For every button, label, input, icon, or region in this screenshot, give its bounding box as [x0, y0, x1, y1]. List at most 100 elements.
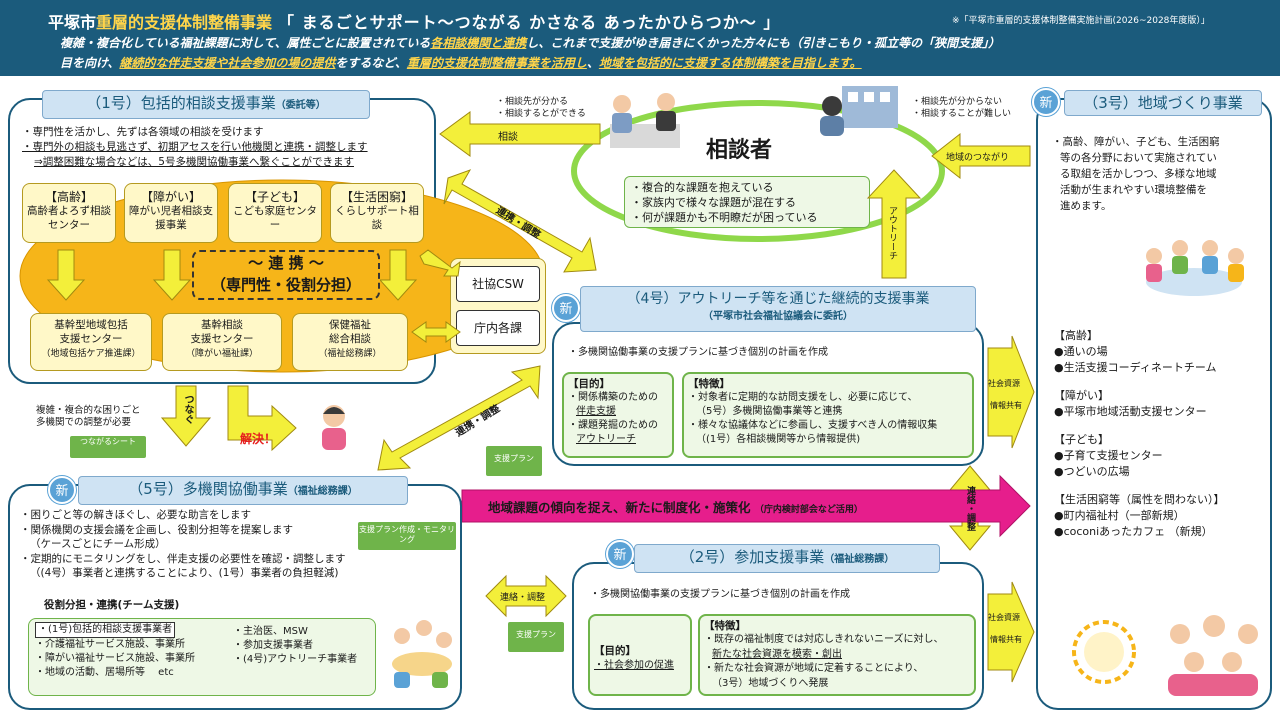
p3-desc-5: 進めます。 — [1060, 200, 1112, 212]
project4-sub: （平塚市社会福祉協議会に委託） — [703, 311, 853, 322]
p4-purpose-3: ・課題発掘のための — [568, 420, 658, 431]
arrow-label-shakai-2: 社会資源 — [988, 613, 1020, 622]
p3-item-4: ●子育て支援センター — [1054, 449, 1163, 462]
arrow-label-joho-1: 情報共有 — [990, 401, 1022, 410]
header-banner: 平塚市重層的支援体制整備事業「 まるごとサポート～つながる かさなる あったかひ… — [0, 0, 1280, 76]
policy-main: 地域課題の傾向を捉え、新たに制度化・施策化 — [488, 500, 751, 515]
arrow-label-soudan: 相談 — [498, 132, 518, 143]
box-elderly: 【高齢】 高齢者よろず相談センター — [22, 183, 116, 243]
client-issue-2: ・家族内で様々な課題が混在する — [631, 196, 796, 209]
p3-group-poverty: 【生活困窮等（属性を問わない）】 — [1054, 493, 1225, 506]
box-chiiki-houkatsu: 基幹型地域包括 支援センター （地域包括ケア推進課） — [30, 313, 152, 371]
project1-title-text: （1号）包括的相談支援事業 — [86, 94, 276, 112]
p4-purpose-1: ・関係構築のための — [568, 392, 658, 403]
support-plan-text-2: 支援プラン — [516, 630, 556, 639]
p2-feature-head: 【特徴】 — [704, 620, 746, 632]
p2-feature-4: （3号）地域づくりへ発展 — [712, 677, 829, 689]
l3-mid2: 、 — [586, 56, 599, 70]
project3-title: （3号）地域づくり事業 — [1064, 90, 1262, 116]
project2-feature-box: 【特徴】 ・既存の福祉制度では対応しきれないニーズに対し、 新たな社会資源を模索… — [698, 614, 976, 696]
support-plan-tag-2: 支援プラン — [508, 622, 564, 652]
project2-title-sub: （福祉総務課） — [824, 554, 895, 565]
p4-purpose-4: アウトリーチ — [576, 434, 636, 445]
box-children-head: 【子ども】 — [244, 190, 305, 204]
plan-note: ※「平塚市重層的支援体制整備実施計画(2026~2028年度版）」 — [952, 16, 1210, 26]
support-plan-text-1: 支援プラン — [494, 454, 534, 463]
l3-mid: をするなど、 — [335, 56, 407, 70]
box-poverty-head: 【生活困窮】 — [340, 190, 413, 204]
project2-title: （2号）参加支援事業（福祉総務課） — [634, 544, 940, 573]
title-city: 平塚市 — [48, 13, 97, 32]
project5-title-text: （5号）多機関協働事業 — [128, 480, 288, 498]
complex-note-1: 複雑・複合的な困りごと — [36, 405, 141, 416]
l2-pre: 複雑・複合化している福祉課題に対して、属性ごとに設置されている — [60, 36, 431, 50]
plan-monitoring-tag: 支援プラン作成・モニタリング — [358, 522, 456, 550]
tsunagaru-sheet-tag: つながるシート — [70, 436, 146, 458]
box-disability: 【障がい】 障がい児者相談支援事業 — [124, 183, 218, 243]
bb1-l1: 基幹型地域包括 — [54, 319, 128, 331]
project4-intro: ・多機関協働事業の支援プランに基づき個別の計画を作成 — [568, 347, 828, 358]
box-children: 【子ども】 こども家庭センター — [228, 183, 322, 243]
box-kikan-soudan: 基幹相談 支援センター （障がい福祉課） — [162, 313, 282, 371]
policy-arrow — [461, 474, 1031, 538]
p5-line-2: ・関係機関の支援会議を企画し、役割分担等を提案します — [20, 523, 293, 536]
renkei-box: ～ 連 携 ～ （専門性・役割分担） — [192, 250, 380, 300]
title-project: 重層的支援体制整備事業 — [96, 13, 273, 32]
p3-group-disability: 【障がい】 — [1054, 389, 1109, 402]
p4-feature-3: ・様々な協議体などに参画し、支援すべき人の情報収集 — [688, 420, 938, 431]
project5-new-badge: 新 — [48, 476, 76, 504]
p3-group-elderly: 【高齢】 — [1054, 329, 1098, 342]
role-box: ・(1号)包括的相談支援事業者 ・介護福祉サービス施設、事業所 ・障がい福祉サー… — [28, 618, 376, 696]
bb3-l2: 総合相談 — [329, 333, 371, 345]
side-box-csw: 社協CSW — [456, 266, 540, 302]
p2-feature-1: ・既存の福祉制度では対応しきれないニーズに対し、 — [704, 634, 944, 645]
role-heading: 役割分担・連携(チーム支援) — [44, 599, 180, 611]
p3-item-6: ●町内福祉村（一部新規） — [1054, 509, 1185, 522]
renkei-label: ～ 連 携 ～ — [248, 254, 324, 272]
alone-person-illustration — [820, 86, 898, 136]
client-issue-1: ・複合的な課題を抱えている — [631, 181, 774, 194]
header-line-3: 目を向け、継続的な伴走支援や社会参加の場の提供をするなど、重層的支援体制整備事業… — [60, 54, 862, 71]
client-left-note-1: ・相談先が分かる — [496, 97, 569, 107]
project3-panel — [1036, 98, 1272, 710]
arrow-label-renraku: 連絡・調整 — [500, 593, 546, 603]
p5-line-4: ・定期的にモニタリングをし、伴走支援の必要性を確認・調整します — [20, 552, 346, 565]
l3-pre: 目を向け、 — [60, 56, 120, 70]
p4-feature-1: ・対象者に定期的な訪問支援をし、必要に応じて、 — [688, 392, 918, 403]
project1-bullet-1: ・専門性を活かし、先ずは各領域の相談を受けます — [22, 126, 264, 138]
project3-desc: ・高齢、障がい、子ども、生活困窮 等の各分野において実施されてい る取組を活かし… — [1052, 134, 1220, 214]
role-left-2: ・介護福祉サービス施設、事業所 — [35, 639, 185, 650]
crowd-illustration — [1168, 615, 1258, 696]
p5-line-1: ・困りごと等の解きほぐし、必要な助言をします — [20, 509, 251, 521]
l3-hl2: 重層的支援体制整備事業を活用し — [406, 56, 587, 70]
box-hoken-fukushi: 保健福祉 総合相談 （福祉総務課） — [292, 313, 408, 371]
side-box-chonai: 庁内各課 — [456, 310, 540, 346]
project3-new-badge: 新 — [1032, 88, 1060, 116]
project1-bullet-2: ・専門外の相談も見逃さず、初期アセスを行い他機関と連携・調整します — [22, 141, 368, 153]
project5-lines: ・困りごと等の解きほぐし、必要な助言をします ・関係機関の支援会議を企画し、役割… — [20, 508, 346, 581]
bb3-l1: 保健福祉 — [329, 319, 371, 331]
box-poverty: 【生活困窮】 くらしサポート相談 — [330, 183, 424, 243]
p5-line-5: （(4号）事業者と連携することにより、(1号）事業者の負担軽減) — [30, 567, 339, 579]
p4-feature-head: 【特徴】 — [688, 378, 730, 390]
community-group-illustration — [1146, 240, 1244, 296]
project1-title: （1号）包括的相談支援事業（委託等） — [42, 90, 370, 119]
arrow-label-tsunagu: つなぐ — [182, 394, 193, 424]
arrow-label-outreach: アウトリーチ — [887, 206, 897, 260]
support-plan-tag-1: 支援プラン — [486, 446, 542, 476]
p3-desc-4: 活動が生まれやすい環境整備を — [1060, 184, 1207, 196]
project2-new-badge: 新 — [606, 540, 634, 568]
title-slogan: 「 まるごとサポート～つながる かさなる あったかひらつか～ 」 — [278, 13, 781, 32]
client-right-note-1: ・相談先が分からない — [912, 97, 1003, 107]
policy-text: 地域課題の傾向を捉え、新たに制度化・施策化 （庁内検討部会など活用） — [488, 497, 863, 516]
p3-item-7: ●coconiあったカフェ （新規） — [1054, 525, 1213, 538]
plan-monitoring-text: 支援プラン作成・モニタリング — [359, 525, 455, 544]
page-title: 平塚市重層的支援体制整備事業「 まるごとサポート～つながる かさなる あったかひ… — [48, 9, 780, 33]
project5-title: （5号）多機関協働事業（福祉総務課） — [78, 476, 408, 505]
p5-line-3: （ケースごとにチーム形成） — [30, 538, 166, 550]
l2-highlight: 各相談機関と連携 — [430, 36, 527, 50]
p4-feature-4: （(1号）各相談機関等から情報提供) — [696, 434, 861, 445]
client-name: 相談者 — [706, 138, 773, 163]
counseling-illustration — [610, 93, 680, 148]
